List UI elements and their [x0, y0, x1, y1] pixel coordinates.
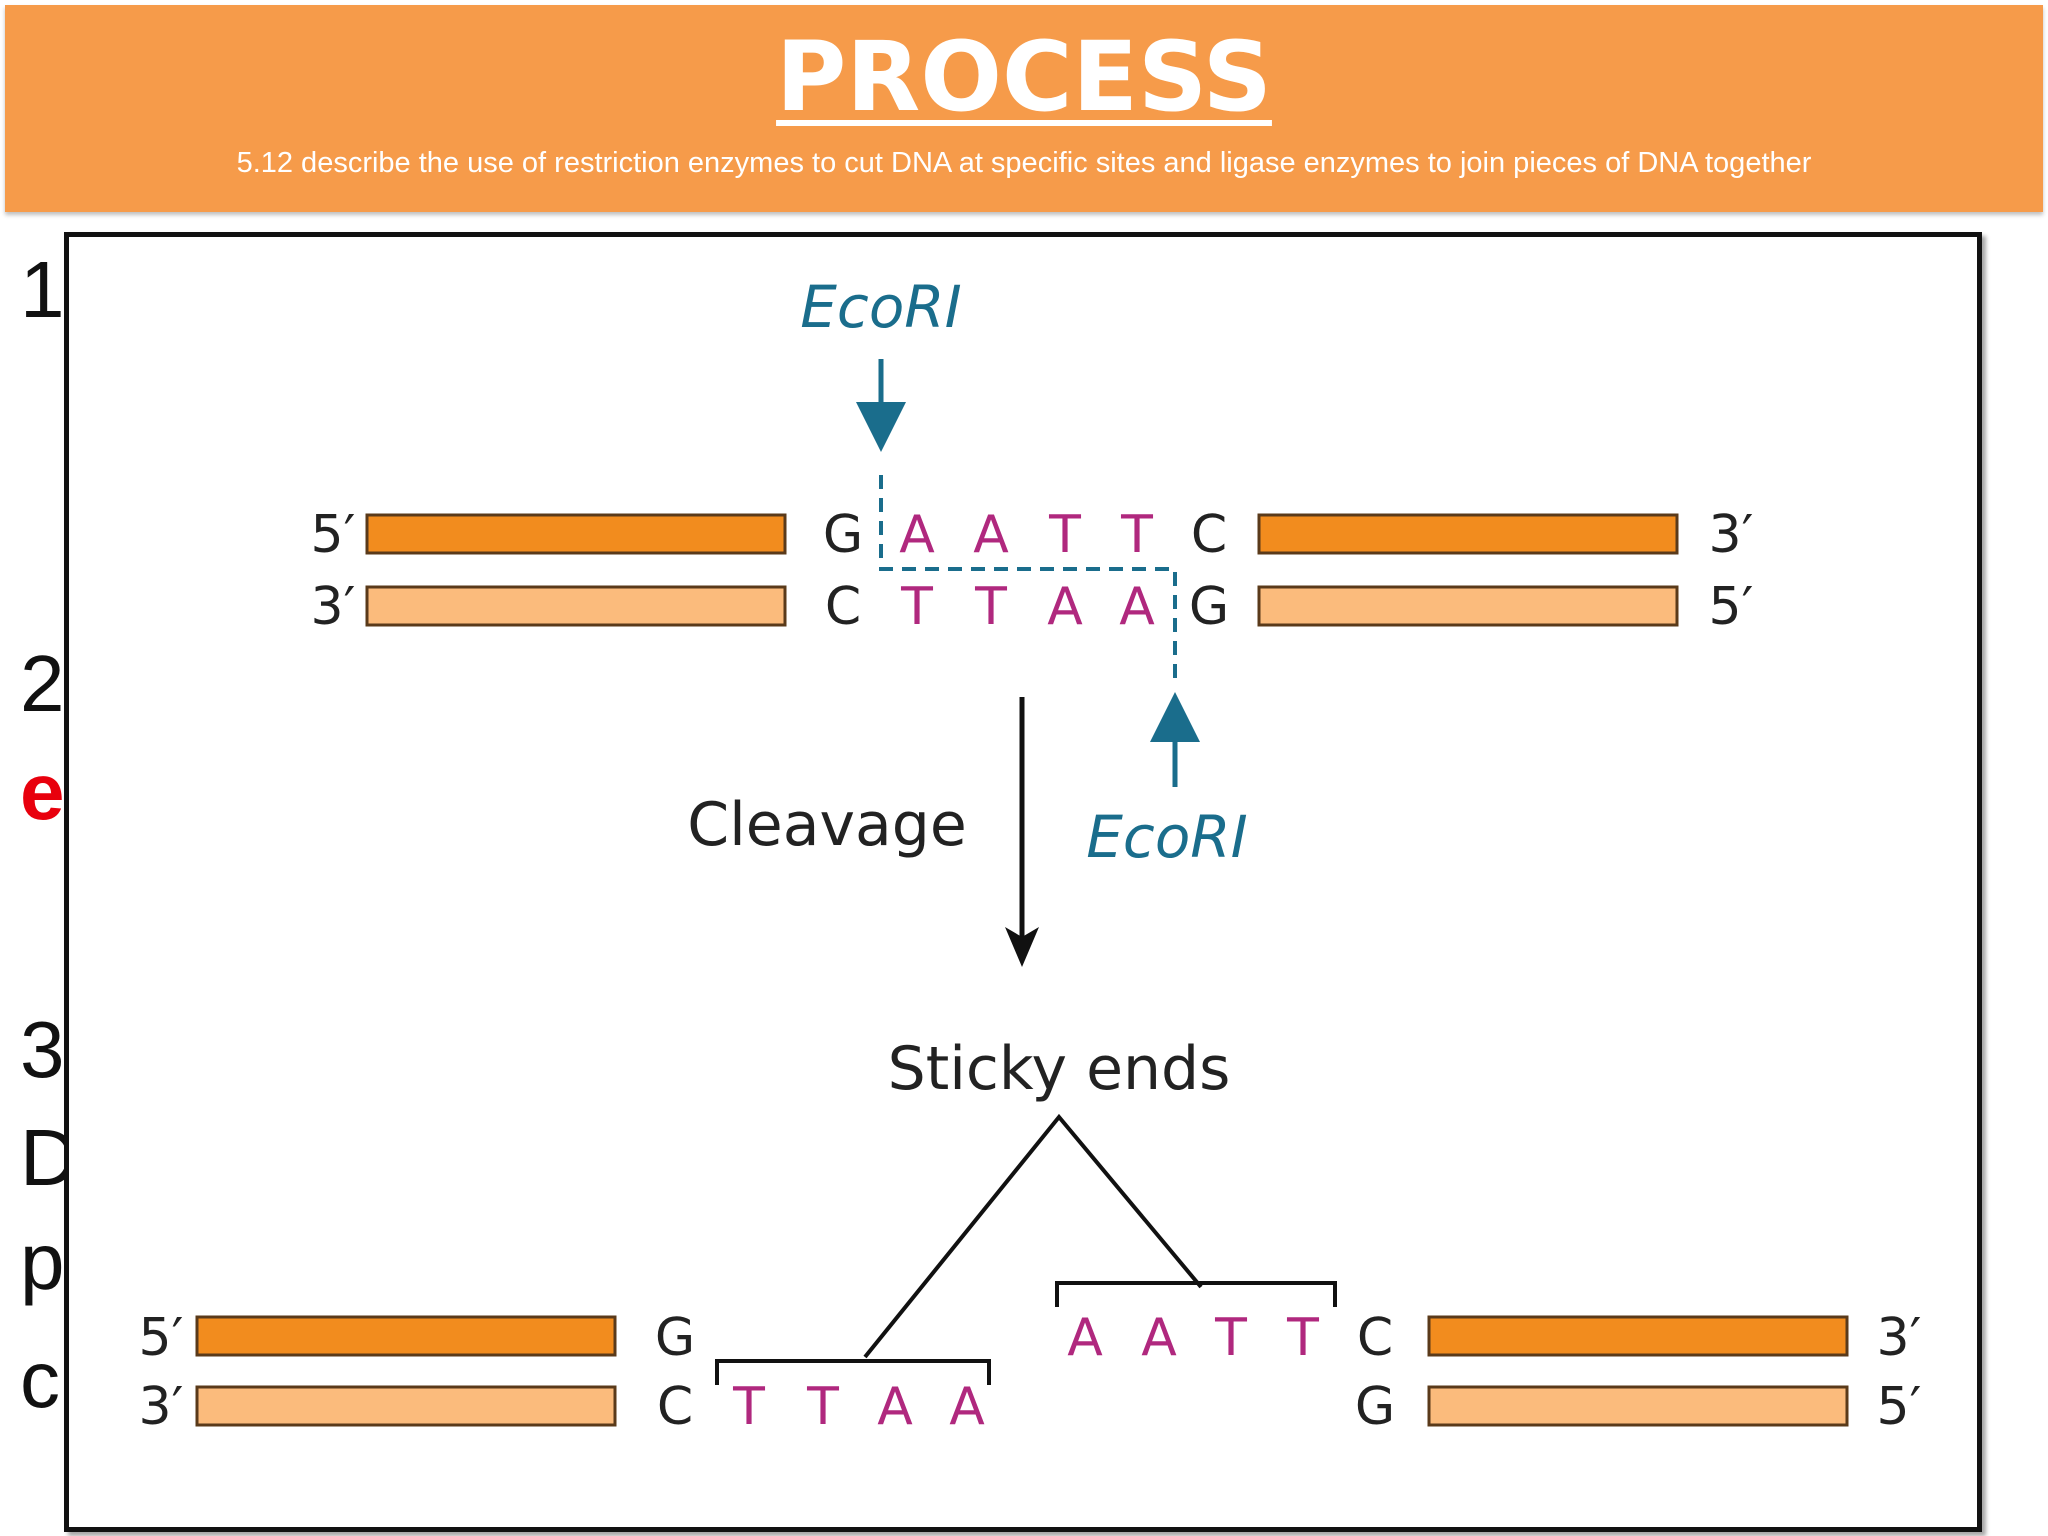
enzyme-label-top: EcoRI [800, 273, 961, 341]
slide-header: PROCESS 5.12 describe the use of restric… [5, 5, 2043, 212]
bottom-right-fragment: 3′ 5′ A A T T C G [1055, 1281, 1922, 1437]
sticky-ends-label: Sticky ends [888, 1034, 1231, 1104]
cleavage-arrow-head-icon [1005, 927, 1039, 967]
top-right-lower-strand [1257, 585, 1679, 627]
bottom-right-lower-base-1: G [1355, 1377, 1395, 1437]
top-upper-base-6: C [1191, 505, 1227, 565]
bottom-right-upper-base-1: A [1067, 1308, 1103, 1368]
ecori-diagram: 5′ 3′ 3′ 5′ G A A T T C C T T A A G EcoR… [139, 273, 1922, 1437]
slide-subtitle: 5.12 describe the use of restriction enz… [236, 147, 1812, 179]
side-text-line-3: e [20, 747, 65, 836]
top-left-lower-strand [365, 585, 787, 627]
top-lower-base-1: C [825, 577, 861, 637]
bottom-left-lower-strand [195, 1385, 617, 1427]
top-upper-base-1: G [823, 505, 863, 565]
top-upper-base-3: A [973, 505, 1009, 565]
bottom-right-upper-base-5: C [1357, 1308, 1393, 1368]
top-upper-base-4: T [1048, 505, 1081, 565]
top-left-label-lower: 3′ [311, 577, 356, 637]
top-lower-base-4: A [1047, 577, 1083, 637]
enzyme-label-bottom: EcoRI [1086, 803, 1247, 871]
diagram-frame: 5′ 3′ 3′ 5′ G A A T T C C T T A A G EcoR… [64, 232, 1982, 1532]
bottom-left-lower-base-5: A [949, 1377, 985, 1437]
bottom-left-lower-base-1: C [657, 1377, 693, 1437]
bottom-left-fragment: 5′ 3′ G C T T A A [139, 1308, 991, 1437]
cut-site-dashed-line [879, 475, 1177, 687]
bottom-left-overhang-bracket [715, 1359, 991, 1385]
bottom-left-upper-strand [195, 1315, 617, 1357]
bottom-right-lower-strand [1427, 1385, 1849, 1427]
bottom-right-upper-strand [1427, 1315, 1849, 1357]
bottom-right-overhang-bracket [1055, 1281, 1337, 1307]
sticky-ends-pointer-lines [863, 1113, 1203, 1359]
top-lower-base-5: A [1119, 577, 1155, 637]
side-text-line-2: 2 [20, 639, 65, 728]
top-lower-base-6: G [1189, 577, 1229, 637]
side-text-line-6: p [20, 1217, 65, 1306]
bottom-right-upper-base-2: A [1141, 1308, 1177, 1368]
top-left-label-upper: 5′ [311, 505, 356, 565]
bottom-left-lower-base-4: A [877, 1377, 913, 1437]
bottom-left-upper-base-1: G [655, 1308, 695, 1368]
top-right-label-lower: 5′ [1709, 577, 1754, 637]
bottom-left-lower-base-3: T [806, 1377, 839, 1437]
cleavage-label: Cleavage [687, 790, 967, 860]
side-text-line-4: 3 [20, 1005, 65, 1094]
bottom-left-label-upper: 5′ [139, 1308, 184, 1368]
slide-title: PROCESS [776, 21, 1272, 133]
bottom-right-label-lower: 5′ [1877, 1377, 1922, 1437]
top-left-upper-strand [365, 513, 787, 555]
top-lower-base-3: T [974, 577, 1007, 637]
top-right-label-upper: 3′ [1709, 505, 1754, 565]
bottom-left-label-lower: 3′ [139, 1377, 184, 1437]
top-lower-base-2: T [900, 577, 933, 637]
bottom-right-upper-base-3: T [1214, 1308, 1247, 1368]
bottom-left-lower-base-2: T [732, 1377, 765, 1437]
bottom-right-label-upper: 3′ [1877, 1308, 1922, 1368]
top-dna: 5′ 3′ 3′ 5′ G A A T T C C T T A A G [311, 475, 1754, 687]
side-text-line-7: c [20, 1335, 60, 1424]
top-upper-base-5: T [1120, 505, 1153, 565]
side-text-line-1: 1 [20, 245, 65, 334]
bottom-right-upper-base-4: T [1286, 1308, 1319, 1368]
top-upper-base-2: A [899, 505, 935, 565]
top-right-upper-strand [1257, 513, 1679, 555]
